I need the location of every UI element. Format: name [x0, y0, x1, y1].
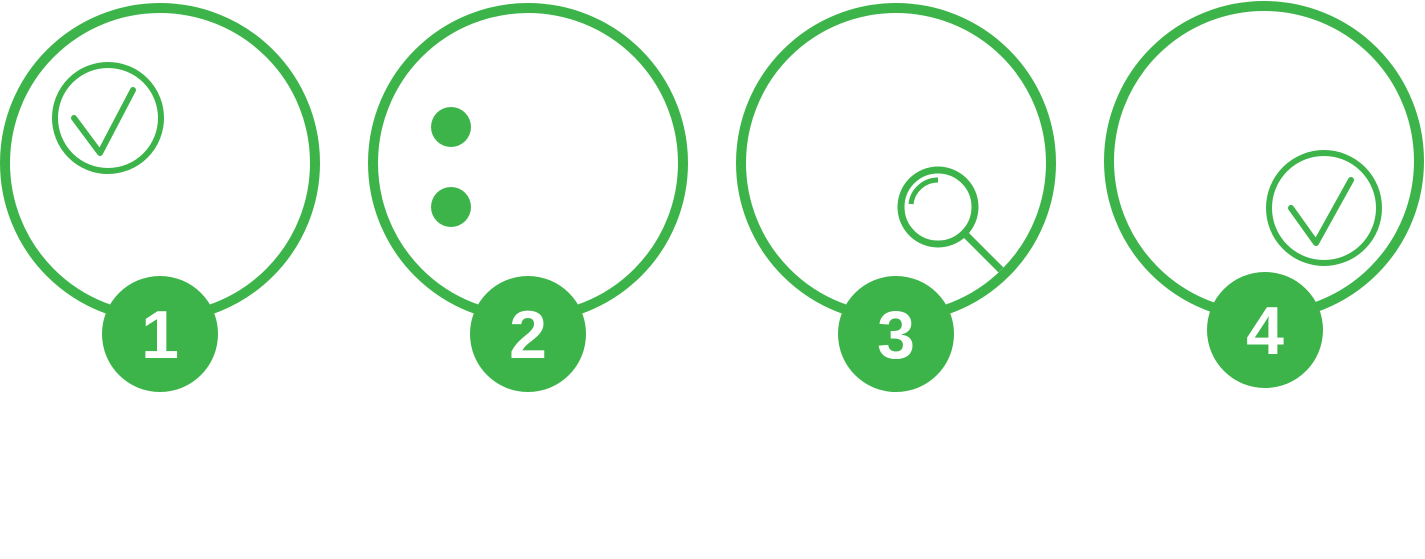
- step-2-ring: [368, 3, 688, 323]
- step-4-number-badge: 4: [1207, 272, 1323, 388]
- step-4-ring: [1104, 1, 1424, 321]
- check-circle-icon: [1266, 150, 1382, 266]
- check-circle-icon: [52, 62, 164, 174]
- step-2: 2: [368, 3, 688, 392]
- magnifier-icon: [897, 166, 1004, 273]
- step-1-ring: [0, 3, 320, 323]
- step-3-number: 3: [877, 297, 915, 373]
- step-3: 3: [736, 3, 1056, 392]
- step-1-number-badge: 1: [102, 276, 218, 392]
- step-4-number: 4: [1246, 293, 1284, 369]
- step-3-number-badge: 3: [838, 276, 954, 392]
- step-3-ring: [736, 3, 1056, 323]
- step-4: 4: [1104, 1, 1424, 388]
- two-dots-icon: [431, 107, 471, 227]
- step-2-number: 2: [509, 297, 547, 373]
- step-1-number: 1: [141, 297, 179, 373]
- step-2-number-badge: 2: [470, 276, 586, 392]
- step-1: 1: [0, 3, 320, 392]
